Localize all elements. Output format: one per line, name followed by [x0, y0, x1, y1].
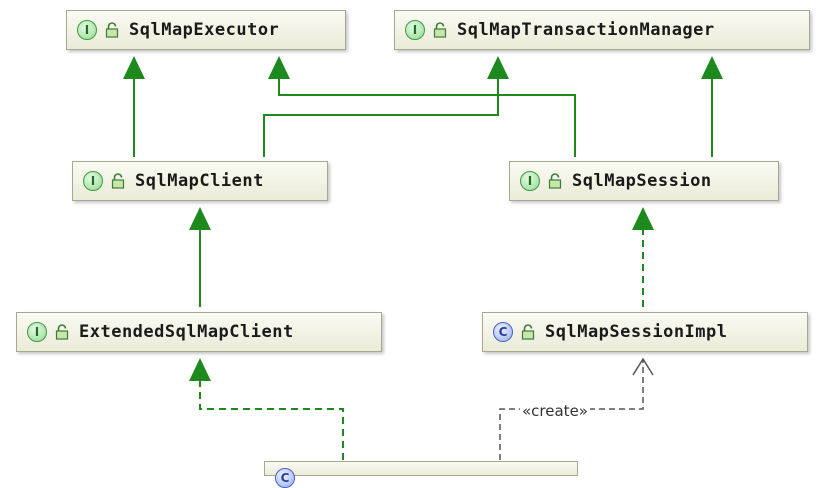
class-box-sqlmap-session[interactable]: I SqlMapSession [509, 161, 779, 201]
class-name: SqlMapSessionImpl [545, 322, 728, 342]
class-box-sqlmap-transaction-manager[interactable]: I SqlMapTransactionManager [394, 10, 810, 50]
interface-badge-icon: I [27, 322, 47, 342]
class-name: SqlMapClient [135, 171, 264, 191]
edge-bottom-to-extended-arrowhead [189, 358, 211, 381]
create-stereotype-label: «create» [520, 402, 590, 420]
lock-icon [111, 173, 125, 189]
edge-client-to-transaction-manager-arrowhead [487, 56, 509, 79]
lock-icon [105, 22, 119, 38]
edge-client-to-executor-arrowhead [123, 56, 145, 79]
interface-badge-icon: I [405, 20, 425, 40]
uml-class-diagram: «create» I SqlMapExecutor I SqlMapTransa… [16, 10, 810, 488]
edge-extended-to-client-arrowhead [189, 207, 211, 230]
diagram-edges [123, 56, 723, 460]
class-name: ExtendedSqlMapClient [79, 322, 294, 342]
edge-session-to-transaction-manager-arrowhead [701, 56, 723, 79]
edge-client-to-transaction-manager [263, 78, 499, 157]
class-badge-icon: C [493, 322, 513, 342]
lock-icon [548, 173, 562, 189]
edge-session-to-executor [278, 78, 576, 157]
lock-icon [433, 22, 447, 38]
lock-icon [521, 324, 535, 340]
class-name: SqlMapSession [572, 171, 712, 191]
edge-sessionimpl-to-session-arrowhead [632, 207, 654, 230]
class-box-sqlmap-executor[interactable]: I SqlMapExecutor [66, 10, 346, 50]
interface-badge-icon: I [83, 171, 103, 191]
interface-badge-icon: I [77, 20, 97, 40]
class-badge-icon: C [275, 468, 295, 488]
edge-session-to-executor-arrowhead [268, 56, 290, 79]
edge-bottom-to-sessionimpl-arrowhead [632, 357, 654, 376]
class-box-extended-sqlmap-client[interactable]: I ExtendedSqlMapClient [16, 312, 382, 352]
lock-icon [55, 324, 69, 340]
edge-bottom-to-extended [199, 380, 344, 460]
interface-badge-icon: I [520, 171, 540, 191]
class-name: SqlMapExecutor [129, 20, 280, 40]
class-box-sqlmap-client[interactable]: I SqlMapClient [72, 161, 328, 201]
class-box-sqlmap-session-impl[interactable]: C SqlMapSessionImpl [482, 312, 808, 352]
class-box-partial-bottom[interactable]: C [264, 461, 578, 488]
class-name: SqlMapTransactionManager [457, 20, 715, 40]
